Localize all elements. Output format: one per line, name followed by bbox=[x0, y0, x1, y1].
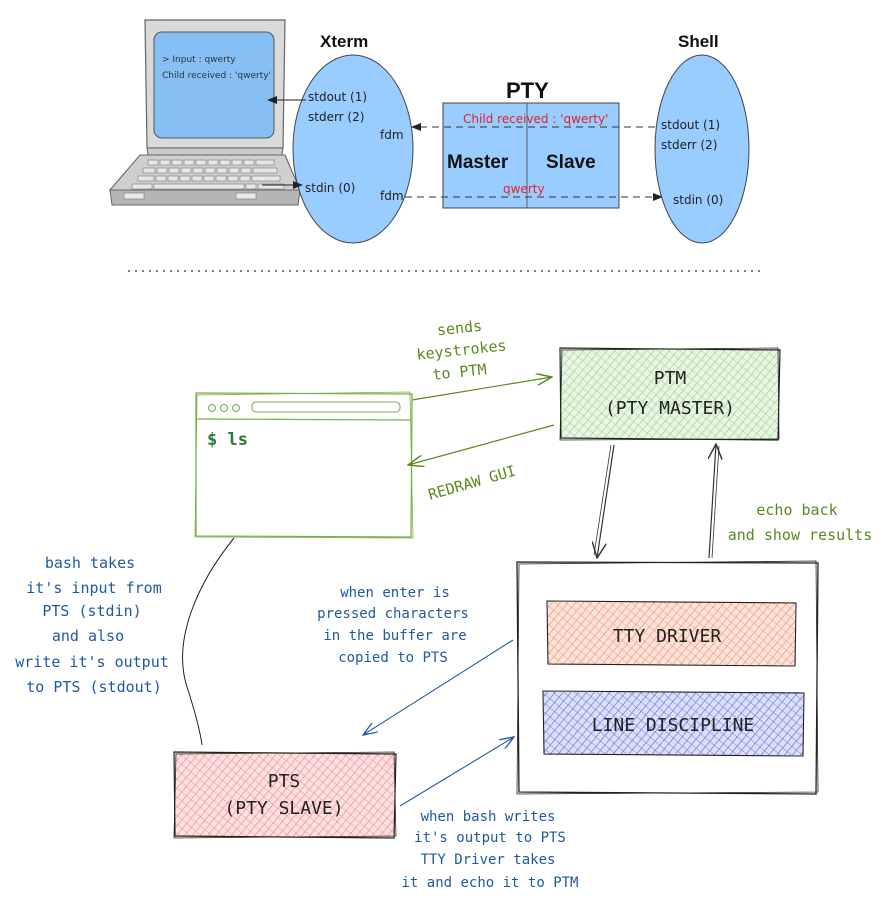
arrow-sends-keystrokes bbox=[411, 377, 552, 401]
redraw-label: REDRAW GUI bbox=[426, 462, 518, 504]
arrow-redraw bbox=[408, 424, 555, 465]
arrow-ptm-down-2 bbox=[593, 444, 612, 556]
bash-note-4: and also bbox=[52, 627, 124, 645]
echo-label-2: and show results bbox=[728, 526, 873, 544]
ptm-label: PTM bbox=[654, 368, 687, 389]
ptm-sublabel: (PTY MASTER) bbox=[605, 398, 735, 419]
tty-box bbox=[516, 560, 819, 795]
arrow-pts-to-tty bbox=[399, 737, 514, 807]
terminal-pts-connector bbox=[182, 537, 235, 746]
enter-note-1: when enter is bbox=[340, 585, 450, 601]
tty-driver-label: TTY DRIVER bbox=[613, 626, 722, 647]
xterm-stderr: stderr (2) bbox=[308, 110, 364, 124]
bash-note-6: to PTS (stdout) bbox=[26, 678, 161, 696]
sends-label-3: to PTM bbox=[432, 360, 488, 384]
sends-label-1: sends bbox=[436, 317, 483, 340]
bash-note-3: PTS (stdin) bbox=[42, 602, 141, 620]
writes-note-4: it and echo it to PTM bbox=[401, 875, 578, 891]
writes-note-3: TTY Driver takes bbox=[421, 852, 556, 868]
xterm-stdin: stdin (0) bbox=[305, 181, 355, 195]
terminal-prompt: $ ls bbox=[207, 430, 248, 450]
arrow-ptm-up-2 bbox=[711, 445, 720, 559]
shell-stdout: stdout (1) bbox=[661, 118, 720, 132]
laptop-icon bbox=[108, 19, 301, 206]
arrow-ptm-down bbox=[597, 444, 615, 558]
pty-box bbox=[442, 102, 620, 209]
xterm-ellipse bbox=[292, 54, 414, 244]
arrow-to-pts bbox=[363, 639, 514, 735]
tty-driver-box bbox=[546, 600, 797, 667]
pts-label: PTS bbox=[268, 771, 301, 792]
pts-sublabel: (PTY SLAVE) bbox=[224, 798, 343, 819]
fdm-upper: fdm bbox=[380, 128, 404, 142]
bash-note-1: bash takes bbox=[45, 554, 135, 572]
enter-note-3: in the buffer are bbox=[323, 628, 466, 644]
screen-text-input: > Input : qwerty bbox=[162, 55, 236, 65]
shell-ellipse bbox=[654, 54, 750, 244]
screen-text-child: Child received : 'qwerty' bbox=[162, 71, 271, 81]
fdm-lower: fdm bbox=[380, 189, 404, 203]
shell-stderr: stderr (2) bbox=[661, 138, 717, 152]
bash-note-5: write it's output bbox=[15, 653, 169, 671]
shell-title: Shell bbox=[678, 32, 719, 51]
ptm-box bbox=[559, 347, 781, 441]
enter-note-4: copied to PTS bbox=[338, 650, 448, 666]
arrow-ptm-up bbox=[709, 444, 716, 559]
echo-label-1: echo back bbox=[756, 501, 837, 519]
qwerty-label: qwerty bbox=[503, 182, 545, 196]
pty-slave: Slave bbox=[546, 152, 596, 173]
line-discipline-label: LINE DISCIPLINE bbox=[592, 715, 755, 736]
xterm-stdout: stdout (1) bbox=[308, 90, 367, 104]
shell-stdin: stdin (0) bbox=[673, 193, 723, 207]
xterm-title: Xterm bbox=[320, 32, 368, 51]
pts-box bbox=[173, 751, 397, 839]
bash-note-2: it's input from bbox=[26, 579, 161, 597]
writes-note-2: it's output to PTS bbox=[414, 830, 566, 846]
enter-note-2: pressed characters bbox=[317, 606, 469, 622]
terminal-window bbox=[194, 391, 414, 539]
pty-master: Master bbox=[447, 152, 509, 173]
pty-title: PTY bbox=[506, 78, 549, 103]
writes-note-1: when bash writes bbox=[421, 809, 556, 825]
sends-label-2: keystrokes bbox=[416, 336, 508, 363]
child-received-label: Child received : 'qwerty' bbox=[463, 112, 608, 126]
line-discipline-box bbox=[542, 690, 805, 757]
